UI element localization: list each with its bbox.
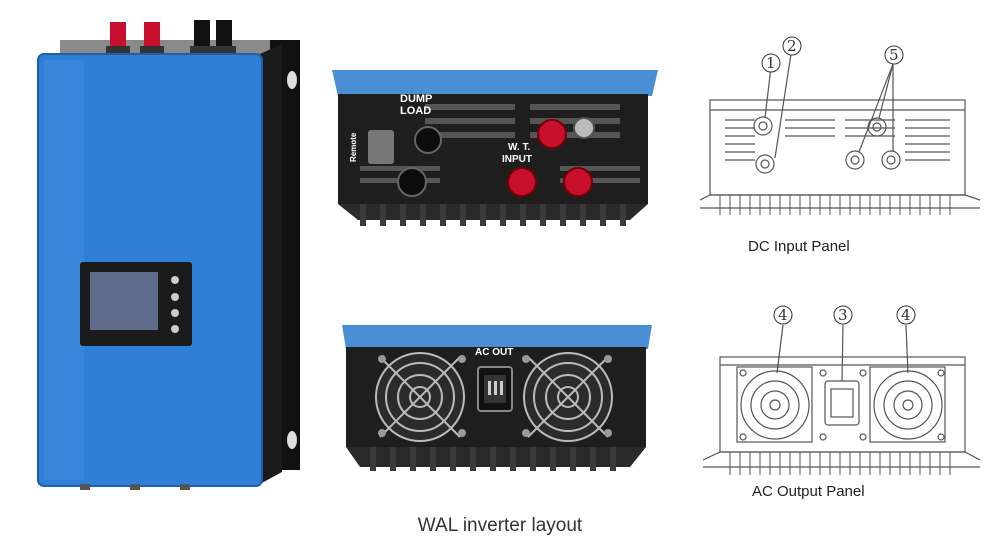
dc-connector-1 xyxy=(753,116,773,136)
ok-button xyxy=(171,293,179,301)
power-button xyxy=(171,325,179,333)
figure-caption: WAL inverter layout xyxy=(417,515,583,536)
wt-input-terminal-2 xyxy=(507,167,537,197)
dc-connector-5b xyxy=(845,150,865,170)
fan-left-drawing xyxy=(736,366,813,443)
cooling-fan-right xyxy=(523,352,613,442)
up-button xyxy=(171,276,179,284)
inverter-front-photo xyxy=(37,20,300,490)
callout-5: 5 xyxy=(889,46,899,64)
ac-out-label: AC OUT xyxy=(475,347,513,358)
blue-lid xyxy=(332,70,658,96)
lcd-screen xyxy=(90,272,158,330)
remote-label: Remote xyxy=(349,132,358,162)
down-button xyxy=(171,309,179,317)
wt-input-label: W. T. xyxy=(508,142,530,153)
fan-right-drawing xyxy=(869,366,946,443)
callout-4-right: 4 xyxy=(901,306,911,324)
terminal-black-2 xyxy=(212,20,236,54)
ac-output-diagram: 4 3 4 xyxy=(702,305,981,475)
wt-input-terminal-3 xyxy=(563,167,593,197)
dc-panel-caption: DC Input Panel xyxy=(748,238,850,255)
ac-socket-drawing xyxy=(824,380,860,426)
terminal-red-1 xyxy=(106,22,130,54)
callout-1: 1 xyxy=(766,54,776,72)
remote-port xyxy=(368,130,394,164)
ac-panel-caption: AC Output Panel xyxy=(752,483,865,500)
dump-load-terminal-1 xyxy=(414,126,442,154)
wt-input-label-2: INPUT xyxy=(502,154,532,165)
callout-2: 2 xyxy=(787,37,797,55)
dump-load-terminal-2 xyxy=(397,167,427,197)
dc-connector-5a xyxy=(867,117,887,137)
dump-load-label: DUMP xyxy=(400,93,432,105)
dc-connector xyxy=(573,117,595,139)
wt-input-terminal-1 xyxy=(537,119,567,149)
ac-panel-photo: AC OUT xyxy=(342,325,652,471)
dc-panel-photo: Remote DUMP LOAD W. T. INPUT xyxy=(332,70,658,226)
dc-connector-2 xyxy=(755,154,775,174)
callout-4-left: 4 xyxy=(778,306,788,324)
blue-lid xyxy=(342,325,652,349)
callout-3: 3 xyxy=(838,306,848,324)
terminal-black-1 xyxy=(190,20,214,54)
cooling-fan-left xyxy=(375,352,465,442)
terminal-red-2 xyxy=(140,22,164,54)
mounting-hole xyxy=(287,431,297,449)
mounting-hole xyxy=(287,71,297,89)
dc-connector-5c xyxy=(881,150,901,170)
dc-input-diagram: 1 2 5 xyxy=(699,36,981,215)
dump-load-label-2: LOAD xyxy=(400,105,431,117)
